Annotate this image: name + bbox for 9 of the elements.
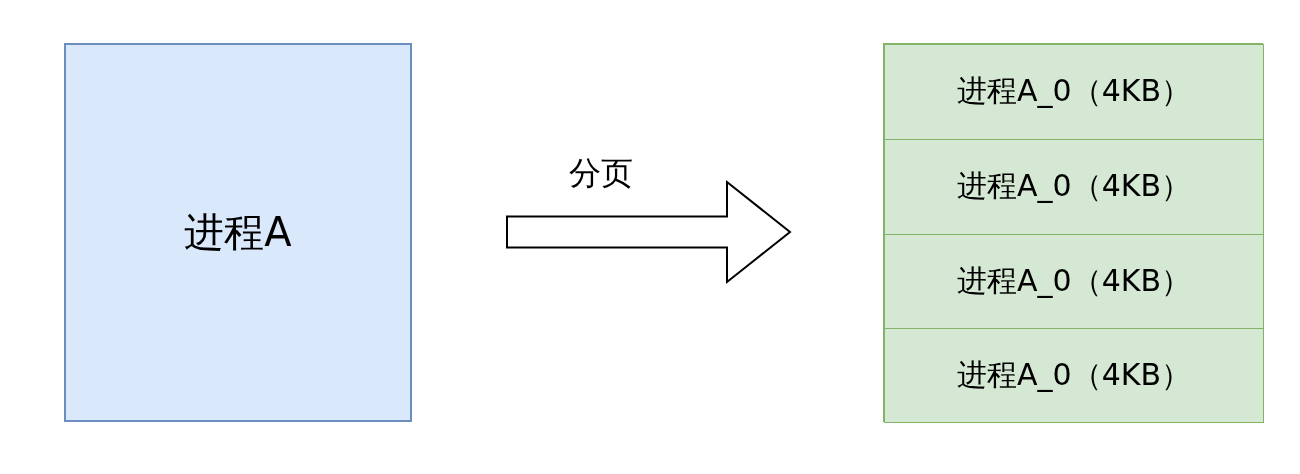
node-label: 进程A_0（4KB） (957, 261, 1191, 300)
node-label: 进程A_0（4KB） (957, 356, 1191, 395)
block-arrow (506, 179, 792, 285)
node-label: 进程A_0（4KB） (957, 72, 1191, 111)
process-box (64, 43, 412, 422)
node-label: 进程A (184, 208, 292, 257)
page-stack (883, 43, 1263, 422)
page-box (884, 328, 1264, 423)
node-label: 进程A_0（4KB） (957, 167, 1191, 206)
